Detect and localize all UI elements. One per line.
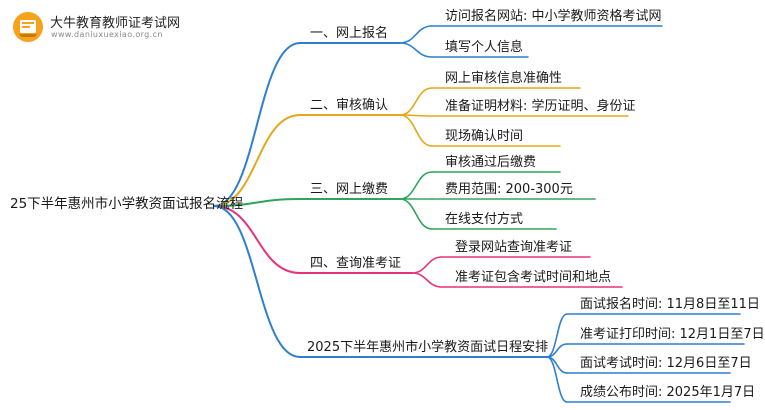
brand-logo-icon bbox=[12, 11, 44, 43]
leaf-connector bbox=[399, 87, 433, 116]
branch-connector bbox=[213, 198, 301, 207]
leaf-connector bbox=[399, 171, 433, 200]
leaf-connector bbox=[411, 256, 443, 274]
leaf-item: 准考证包含考试时间和地点 bbox=[455, 270, 612, 285]
branch-connector bbox=[213, 205, 301, 358]
leaf-item: 面试考试时间: 12月6日至7日 bbox=[580, 356, 752, 371]
leaf-item: 在线支付方式 bbox=[445, 212, 524, 227]
leaf-connector bbox=[399, 114, 433, 147]
branch-label: 一、网上报名 bbox=[310, 26, 389, 41]
brand-name: 大牛教育教师证考试网 bbox=[50, 16, 181, 31]
branch-label: 四、查询准考证 bbox=[310, 256, 402, 271]
leaf-connector bbox=[546, 313, 568, 358]
branch-connector bbox=[213, 114, 301, 207]
leaf-item: 访问报名网站: 中小学教师资格考试网 bbox=[445, 9, 662, 24]
leaf-item: 成绩公布时间: 2025年1月7日 bbox=[580, 385, 756, 400]
leaf-item: 审核通过后缴费 bbox=[445, 155, 537, 170]
branch-label: 三、网上缴费 bbox=[310, 182, 389, 197]
root-topic: 25下半年惠州市小学教资面试报名流程 bbox=[10, 196, 244, 212]
brand-url: www.daniuxuexiao.org.cn bbox=[51, 30, 163, 39]
leaf-item: 准考证打印时间: 12月1日至7日 bbox=[580, 327, 765, 342]
leaf-connector bbox=[399, 25, 433, 44]
leaf-item: 费用范围: 200-300元 bbox=[445, 182, 573, 197]
leaf-item: 填写个人信息 bbox=[445, 40, 524, 55]
leaf-connector bbox=[546, 356, 568, 403]
leaf-item: 网上审核信息准确性 bbox=[445, 71, 563, 86]
leaf-item: 面试报名时间: 11月8日至11日 bbox=[580, 297, 760, 312]
leaf-item: 准备证明材料: 学历证明、身份证 bbox=[445, 99, 636, 114]
branch-connector bbox=[213, 205, 301, 274]
leaf-item: 登录网站查询准考证 bbox=[455, 240, 573, 255]
leaf-connector bbox=[399, 198, 433, 230]
branch-label: 二、审核确认 bbox=[310, 98, 389, 113]
branch-label: 2025下半年惠州市小学教资面试日程安排 bbox=[307, 340, 549, 355]
leaf-item: 现场确认时间 bbox=[445, 129, 524, 144]
branch-connector bbox=[213, 42, 301, 207]
leaf-connector bbox=[411, 272, 443, 288]
leaf-connector bbox=[399, 42, 433, 58]
